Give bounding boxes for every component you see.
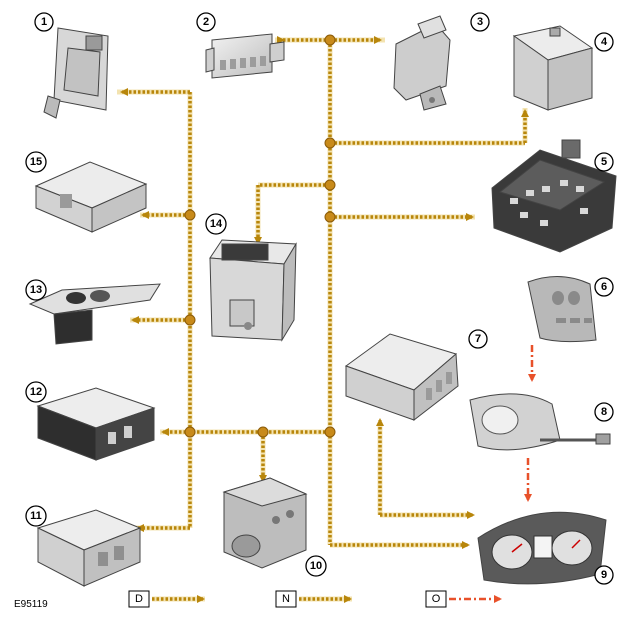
component-5-valve-body bbox=[491, 139, 617, 253]
legend-key: D N O bbox=[128, 590, 502, 608]
component-10-abs-unit bbox=[222, 477, 308, 569]
component-12-module bbox=[36, 387, 156, 461]
component-3-sensor bbox=[393, 15, 451, 111]
key-item-n: N bbox=[275, 590, 352, 608]
svg-text:D: D bbox=[135, 593, 143, 605]
label-13: 13 bbox=[25, 279, 47, 301]
svg-text:N: N bbox=[282, 593, 290, 605]
svg-text:3: 3 bbox=[477, 16, 483, 28]
component-11-module bbox=[36, 509, 142, 587]
label-1: 1 bbox=[34, 12, 54, 32]
label-3: 3 bbox=[470, 12, 490, 32]
label-6: 6 bbox=[594, 277, 614, 297]
label-9: 9 bbox=[594, 565, 614, 585]
label-12: 12 bbox=[25, 381, 47, 403]
component-15-module bbox=[34, 161, 148, 233]
bus-lines bbox=[117, 34, 536, 549]
label-2: 2 bbox=[196, 12, 216, 32]
svg-text:12: 12 bbox=[30, 386, 42, 398]
svg-text:2: 2 bbox=[203, 16, 209, 28]
label-7: 7 bbox=[468, 329, 488, 349]
key-item-o: O bbox=[425, 590, 502, 608]
svg-text:9: 9 bbox=[601, 569, 607, 581]
figure-id: E95119 bbox=[14, 599, 48, 610]
svg-text:4: 4 bbox=[601, 36, 608, 48]
component-7-module bbox=[344, 333, 459, 422]
svg-text:13: 13 bbox=[30, 284, 42, 296]
component-4-module bbox=[512, 25, 594, 111]
key-item-d: D bbox=[128, 590, 205, 608]
component-9-instrument-cluster bbox=[477, 511, 607, 585]
svg-text:7: 7 bbox=[475, 333, 481, 345]
label-15: 15 bbox=[25, 151, 47, 173]
component-6-switch-pack bbox=[527, 275, 597, 343]
label-11: 11 bbox=[25, 505, 47, 527]
label-4: 4 bbox=[594, 32, 614, 52]
svg-text:15: 15 bbox=[30, 156, 42, 168]
label-14: 14 bbox=[205, 213, 227, 235]
svg-text:O: O bbox=[432, 593, 441, 605]
component-8-clockspring bbox=[469, 393, 611, 451]
component-13-switch-panel bbox=[28, 283, 161, 345]
component-1-module bbox=[43, 27, 109, 119]
label-8: 8 bbox=[594, 402, 614, 422]
svg-text:8: 8 bbox=[601, 406, 607, 418]
svg-text:14: 14 bbox=[210, 218, 223, 230]
svg-text:11: 11 bbox=[30, 510, 42, 522]
component-14-ecu bbox=[209, 239, 297, 342]
svg-text:10: 10 bbox=[310, 560, 322, 572]
label-10: 10 bbox=[305, 555, 327, 577]
bus-junctions bbox=[184, 34, 336, 438]
component-2-connector bbox=[205, 33, 285, 79]
svg-text:6: 6 bbox=[601, 281, 607, 293]
svg-text:1: 1 bbox=[41, 16, 47, 28]
svg-text:5: 5 bbox=[601, 156, 607, 168]
label-5: 5 bbox=[594, 152, 614, 172]
number-labels: 1 2 3 4 5 6 7 8 9 10 11 12 13 14 15 bbox=[25, 12, 614, 585]
